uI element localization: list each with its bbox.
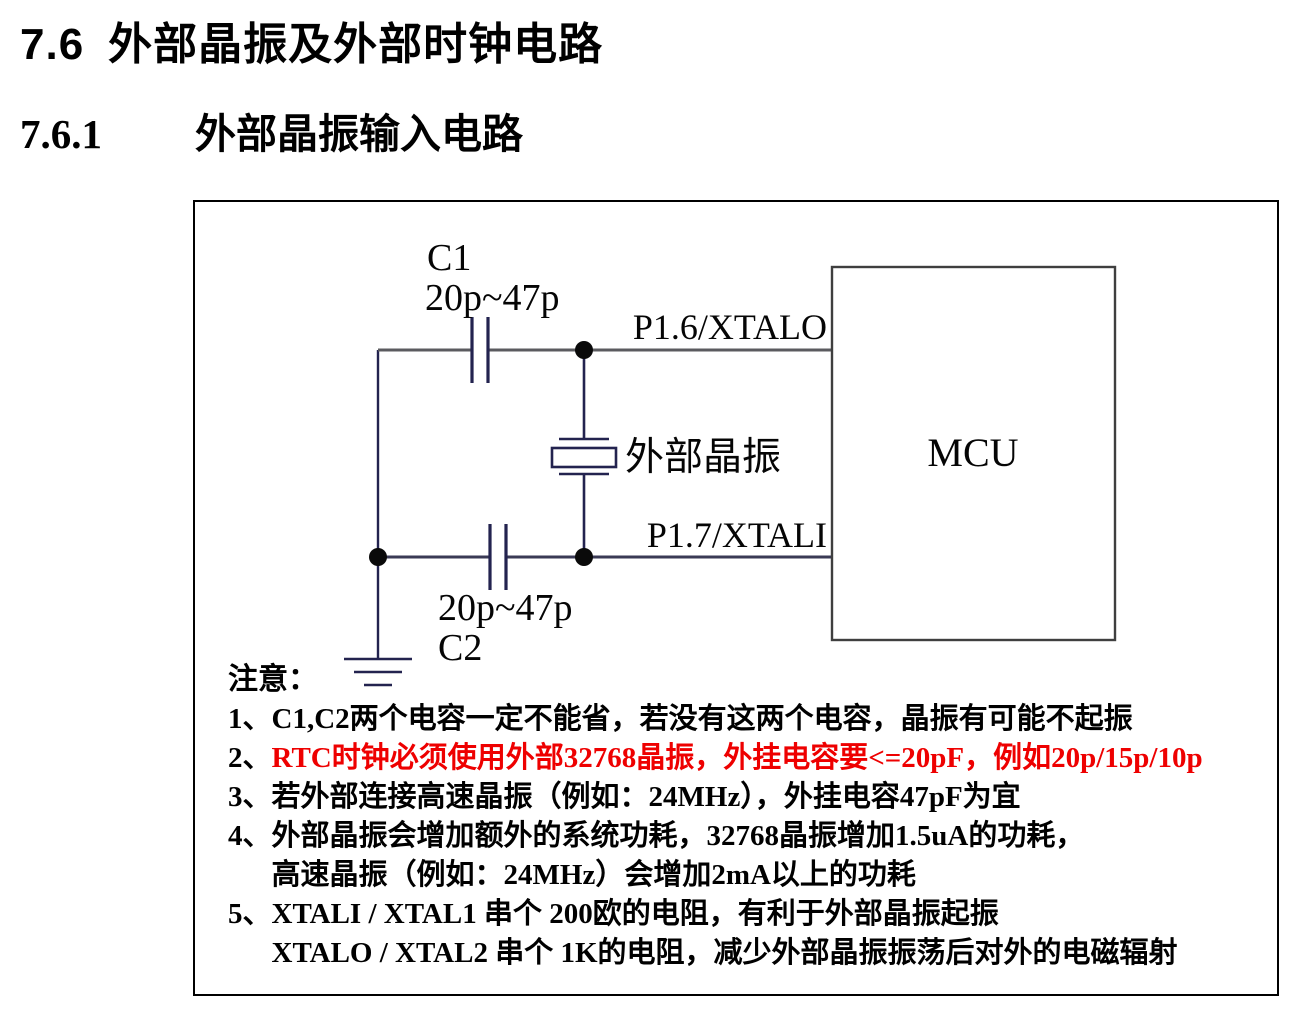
c2-name-label: C2 xyxy=(438,627,482,669)
note-marker: 3、 xyxy=(228,781,272,813)
notes-section: 注意： 1、 C1,C2两个电容一定不能省，若没有这两个电容，晶振有可能不起振 … xyxy=(228,660,1274,973)
note-text: 高速晶振（例如：24MHz）会增加2mA以上的功耗 xyxy=(271,859,916,891)
note-item-2: 2、 RTC时钟必须使用外部32768晶振，外挂电容要<=20pF，例如20p/… xyxy=(228,739,1274,778)
note-item-1: 1、 C1,C2两个电容一定不能省，若没有这两个电容，晶振有可能不起振 xyxy=(228,700,1274,739)
crystal-symbol xyxy=(550,350,618,557)
crystal-label: 外部晶振 xyxy=(625,436,781,479)
c1-value-label: 20p~47p xyxy=(425,277,560,319)
note-item-3: 3、 若外部连接高速晶振（例如：24MHz），外挂电容47pF为宜 xyxy=(228,778,1274,817)
section-title: 外部晶振及外部时钟电路 xyxy=(108,20,604,69)
c2-value-label: 20p~47p xyxy=(438,587,573,629)
subsection-heading: 7.6.1 外部晶振输入电路 xyxy=(20,100,523,160)
note-text-red: RTC时钟必须使用外部32768晶振，外挂电容要<=20pF，例如20p/15p… xyxy=(271,742,1203,774)
c1-name-label: C1 xyxy=(427,237,471,279)
mcu-label: MCU xyxy=(927,430,1018,475)
note-text: C1,C2两个电容一定不能省，若没有这两个电容，晶振有可能不起振 xyxy=(271,703,1133,735)
note-marker: 2、 xyxy=(228,742,272,774)
note-text: 外部晶振会增加额外的系统功耗，32768晶振增加1.5uA的功耗， xyxy=(271,820,1085,852)
note-text: XTALO / XTAL2 串个 1K的电阻，减少外部晶振振荡后对外的电磁辐射 xyxy=(271,937,1178,969)
note-marker: 4、 xyxy=(228,820,272,852)
note-item-4: 4、 外部晶振会增加额外的系统功耗，32768晶振增加1.5uA的功耗， 高速晶… xyxy=(228,817,1274,895)
subsection-number: 7.6.1 xyxy=(20,111,102,157)
note-text: XTALI / XTAL1 串个 200欧的电阻，有利于外部晶振起振 xyxy=(271,898,999,930)
ground-symbol xyxy=(344,657,412,687)
capacitor-c2-symbol xyxy=(488,524,508,590)
section-heading: 7.6 外部晶振及外部时钟电路 xyxy=(20,8,603,72)
note-marker: 1、 xyxy=(228,703,272,735)
pin-xtalo-label: P1.6/XTALO xyxy=(633,307,827,347)
subsection-title: 外部晶振输入电路 xyxy=(195,111,523,157)
mcu-box xyxy=(830,265,1117,642)
note-marker: 5、 xyxy=(228,898,272,930)
note-item-5: 5、 XTALI / XTAL1 串个 200欧的电阻，有利于外部晶振起振 XT… xyxy=(228,895,1274,973)
crystal-oscillator-schematic: C1 20p~47p P1.6/XTALO 外部晶振 P1.7/XTALI 20… xyxy=(344,237,1117,687)
junction-dots xyxy=(369,341,593,566)
notes-heading: 注意： xyxy=(228,663,318,696)
circuit-figure-box: C1 20p~47p P1.6/XTALO 外部晶振 P1.7/XTALI 20… xyxy=(193,200,1279,996)
pin-xtali-label: P1.7/XTALI xyxy=(647,515,827,555)
capacitor-c1-symbol xyxy=(470,317,490,383)
section-number: 7.6 xyxy=(20,20,85,69)
note-text: 若外部连接高速晶振（例如：24MHz），外挂电容47pF为宜 xyxy=(271,781,1021,813)
